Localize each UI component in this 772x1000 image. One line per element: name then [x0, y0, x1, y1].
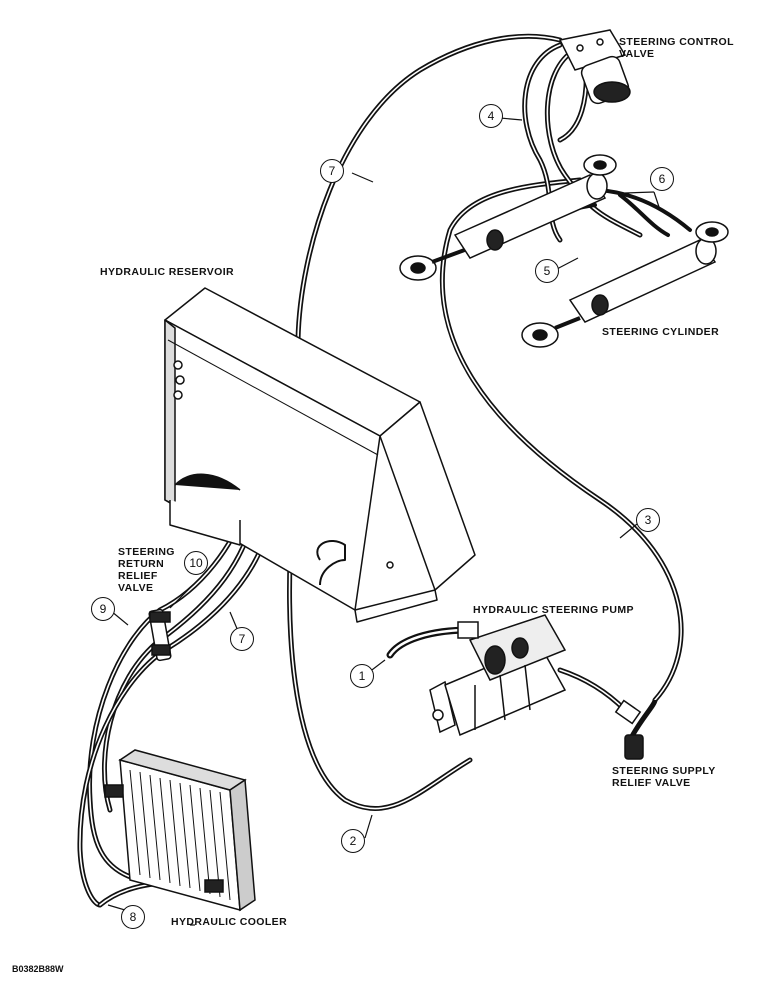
- hydraulic-reservoir: [164, 287, 476, 623]
- label-steering-return-relief-4: VALVE: [118, 582, 154, 594]
- hydraulic-cooler: [104, 749, 256, 912]
- callout-6: 6: [650, 167, 674, 191]
- callout-8: 8: [121, 905, 145, 929]
- label-steering-supply-relief-2: RELIEF VALVE: [612, 777, 691, 789]
- callout-7-lower: 7: [230, 627, 254, 651]
- steering-cylinder-lower: [521, 221, 729, 348]
- steering-return-relief-valve: [148, 608, 172, 662]
- label-steering-cylinder: STEERING CYLINDER: [602, 326, 720, 338]
- label-steering-control-valve-1: STEERING CONTROL: [619, 36, 734, 48]
- hose-6: [596, 188, 692, 232]
- label-steering-return-relief-1: STEERING: [118, 546, 175, 558]
- label-steering-return-relief-3: RELIEF: [118, 570, 158, 582]
- label-steering-control-valve-2: VALVE: [619, 48, 655, 60]
- label-hydraulic-cooler: HYDRAULIC COOLER: [171, 916, 288, 928]
- label-steering-supply-relief-1: STEERING SUPPLY: [612, 765, 716, 777]
- callout-2: 2: [341, 829, 365, 853]
- callout-3: 3: [636, 508, 660, 532]
- label-steering-return-relief-2: RETURN: [118, 558, 165, 570]
- label-hydraulic-reservoir: HYDRAULIC RESERVOIR: [100, 266, 235, 278]
- callout-7-upper: 7: [320, 159, 344, 183]
- callout-10: 10: [184, 551, 208, 575]
- callout-4: 4: [479, 104, 503, 128]
- figure-code: B0382B88W: [12, 964, 64, 974]
- steering-control-valve: [558, 29, 631, 105]
- callout-9: 9: [91, 597, 115, 621]
- hydraulic-steering-pump: [429, 614, 567, 737]
- callout-1: 1: [350, 664, 374, 688]
- steering-cylinder-upper: [399, 154, 617, 281]
- steering-supply-relief-valve: [614, 699, 658, 760]
- callout-5: 5: [535, 259, 559, 283]
- label-hydraulic-steering-pump: HYDRAULIC STEERING PUMP: [473, 604, 634, 616]
